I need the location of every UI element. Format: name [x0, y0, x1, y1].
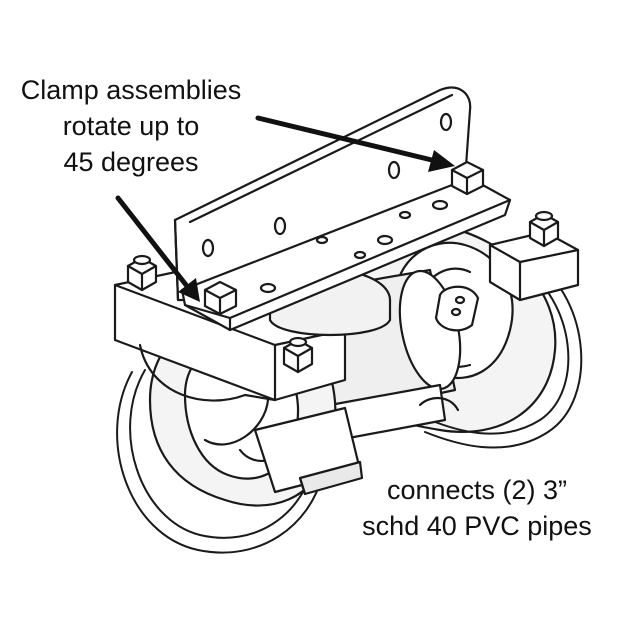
rear-u-bolt: [424, 261, 583, 449]
saddle-bracket: [253, 406, 364, 496]
connection-callout-line-1: connects (2) 3”: [386, 475, 568, 505]
rear-nut-right: [528, 210, 560, 248]
front-nut-right: [282, 336, 314, 374]
rotation-callout-line-3: 45 degrees: [63, 147, 199, 177]
top-plate: [180, 176, 512, 332]
top-bolt-right: [450, 160, 485, 196]
mounting-plate: [173, 86, 472, 302]
rotation-callout: Clamp assemblies rotate up to 45 degrees: [0, 72, 262, 180]
rear-slotted-tab: [434, 285, 480, 332]
connection-callout: connects (2) 3” schd 40 PVC pipes: [340, 472, 614, 544]
arrowhead-lower-bolt: [178, 278, 200, 302]
front-nut-left: [126, 254, 158, 292]
rotation-callout-line-2: rotate up to: [62, 111, 200, 141]
rear-clamp-block: [488, 230, 580, 302]
arrow-to-lower-bolt: [115, 195, 193, 293]
top-bolt-left: [203, 280, 238, 316]
arrowhead-top-bolt: [428, 150, 455, 172]
rotation-callout-line-1: Clamp assemblies: [20, 75, 242, 105]
front-u-bolt: [116, 369, 323, 554]
arrow-to-top-bolt: [255, 115, 443, 165]
connection-callout-line-2: schd 40 PVC pipes: [362, 511, 592, 541]
leader-arrows: [115, 115, 455, 302]
